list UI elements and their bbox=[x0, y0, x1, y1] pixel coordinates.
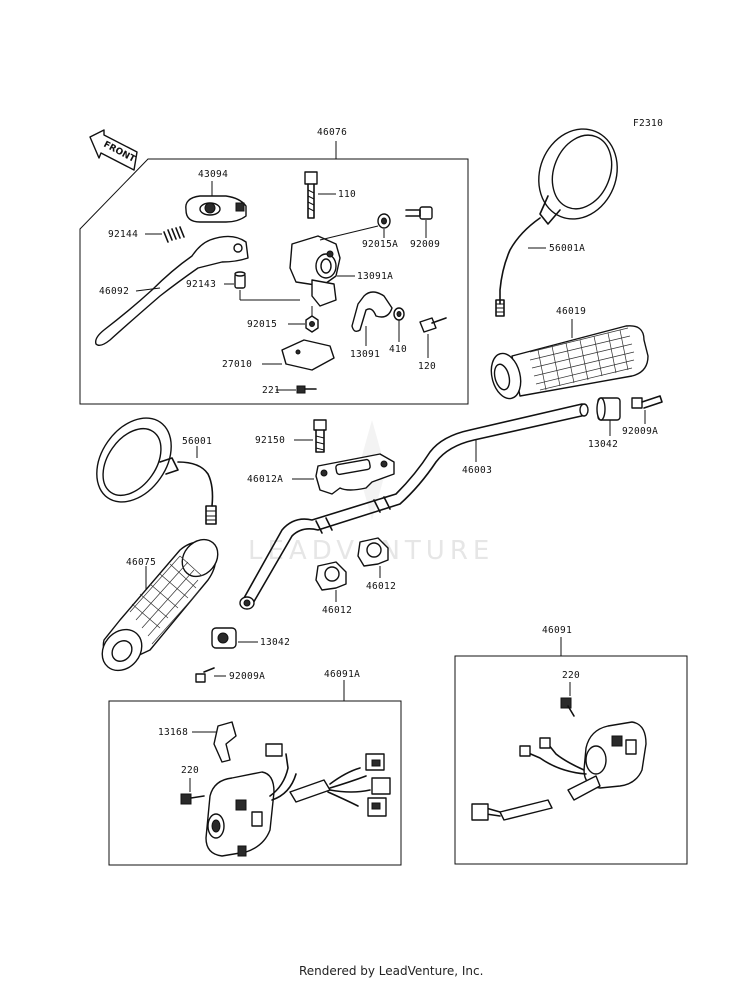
part-92143-collar: 92143 bbox=[186, 271, 246, 290]
figure-code: F2310 bbox=[633, 118, 663, 129]
part-13042-right-weight: 13042 bbox=[588, 397, 621, 450]
label-92009A-right: 92009A bbox=[622, 426, 658, 437]
label-92015A: 92015A bbox=[362, 239, 398, 250]
part-92009-screw: 92009 bbox=[405, 206, 440, 250]
part-220-left-screw: 220 bbox=[180, 765, 205, 805]
label-46012-left: 46012 bbox=[322, 605, 352, 616]
label-27010: 27010 bbox=[222, 359, 252, 370]
part-92144-spring: 92144 bbox=[108, 226, 185, 243]
label-92009A-left: 92009A bbox=[229, 671, 265, 682]
part-46091A-left-switch bbox=[205, 743, 391, 857]
part-46012-lower-clamp-left: 46012 bbox=[315, 561, 352, 616]
part-27010-switch: 27010 bbox=[222, 339, 335, 371]
part-92150-bolt: 92150 bbox=[255, 419, 327, 453]
label-56001: 56001 bbox=[182, 436, 212, 447]
left-switch-box: 46091A bbox=[108, 669, 402, 866]
label-43094: 43094 bbox=[198, 169, 228, 180]
label-92009: 92009 bbox=[410, 239, 440, 250]
label-120: 120 bbox=[418, 361, 436, 372]
part-92009A-right-screw: 92009A bbox=[622, 395, 663, 437]
part-46092-lever: 46092 bbox=[94, 235, 249, 347]
part-13042-left-weight: 13042 bbox=[211, 627, 290, 649]
label-46076: 46076 bbox=[317, 127, 347, 138]
part-13091A-holder: 13091A bbox=[289, 235, 393, 307]
label-221: 221 bbox=[262, 385, 280, 396]
label-46012-right: 46012 bbox=[366, 581, 396, 592]
label-13042-left: 13042 bbox=[260, 637, 290, 648]
label-92143: 92143 bbox=[186, 279, 216, 290]
label-56001A: 56001A bbox=[549, 243, 585, 254]
label-13091: 13091 bbox=[350, 349, 380, 360]
label-92150: 92150 bbox=[255, 435, 285, 446]
part-120-screw: 120 bbox=[418, 317, 447, 372]
label-46091A: 46091A bbox=[324, 669, 360, 680]
label-13091A: 13091A bbox=[357, 271, 393, 282]
label-410: 410 bbox=[389, 344, 407, 355]
label-46019: 46019 bbox=[556, 306, 586, 317]
label-46003: 46003 bbox=[462, 465, 492, 476]
label-92015: 92015 bbox=[247, 319, 277, 330]
label-110: 110 bbox=[338, 189, 356, 200]
part-46019-right-grip: 46019 bbox=[490, 306, 649, 400]
lever-assembly-box: 46076 bbox=[79, 127, 469, 405]
label-46075: 46075 bbox=[126, 557, 156, 568]
label-46092: 46092 bbox=[99, 286, 129, 297]
label-13168: 13168 bbox=[158, 727, 188, 738]
label-46091: 46091 bbox=[542, 625, 572, 636]
label-220-left: 220 bbox=[181, 765, 199, 776]
label-46012A: 46012A bbox=[247, 474, 283, 485]
part-46003-handlebar: 46003 bbox=[239, 403, 589, 610]
part-13168-bracket: 13168 bbox=[158, 721, 237, 763]
part-410-washer: 410 bbox=[389, 307, 407, 355]
part-220-right-screw: 220 bbox=[560, 670, 580, 717]
label-13042-right: 13042 bbox=[588, 439, 618, 450]
right-switch-box: 46091 bbox=[454, 625, 688, 865]
part-56001-left-mirror: 56001 bbox=[96, 417, 217, 525]
part-56001A-right-mirror: 56001A bbox=[495, 128, 618, 317]
part-46091-right-switch bbox=[471, 721, 647, 821]
part-92015A-nut: 92015A bbox=[319, 213, 398, 250]
part-110-bolt: 110 bbox=[304, 171, 356, 219]
part-43094-cap: 43094 bbox=[185, 169, 247, 223]
credit-text: Rendered by LeadVenture, Inc. bbox=[299, 964, 483, 978]
label-92144: 92144 bbox=[108, 229, 138, 240]
part-46075-left-grip: 46075 bbox=[101, 538, 219, 672]
front-arrow-icon: FRONT bbox=[89, 129, 138, 171]
part-46012-lower-clamp-right: 46012 bbox=[357, 537, 396, 592]
label-220-right: 220 bbox=[562, 670, 580, 681]
part-92009A-left-screw: 92009A bbox=[195, 667, 265, 683]
part-13091-clamp: 13091 bbox=[350, 291, 393, 360]
part-92015-nut: 92015 bbox=[247, 306, 319, 333]
part-46012A-upper-clamp: 46012A bbox=[247, 453, 395, 495]
part-221-screw: 221 bbox=[262, 385, 317, 396]
